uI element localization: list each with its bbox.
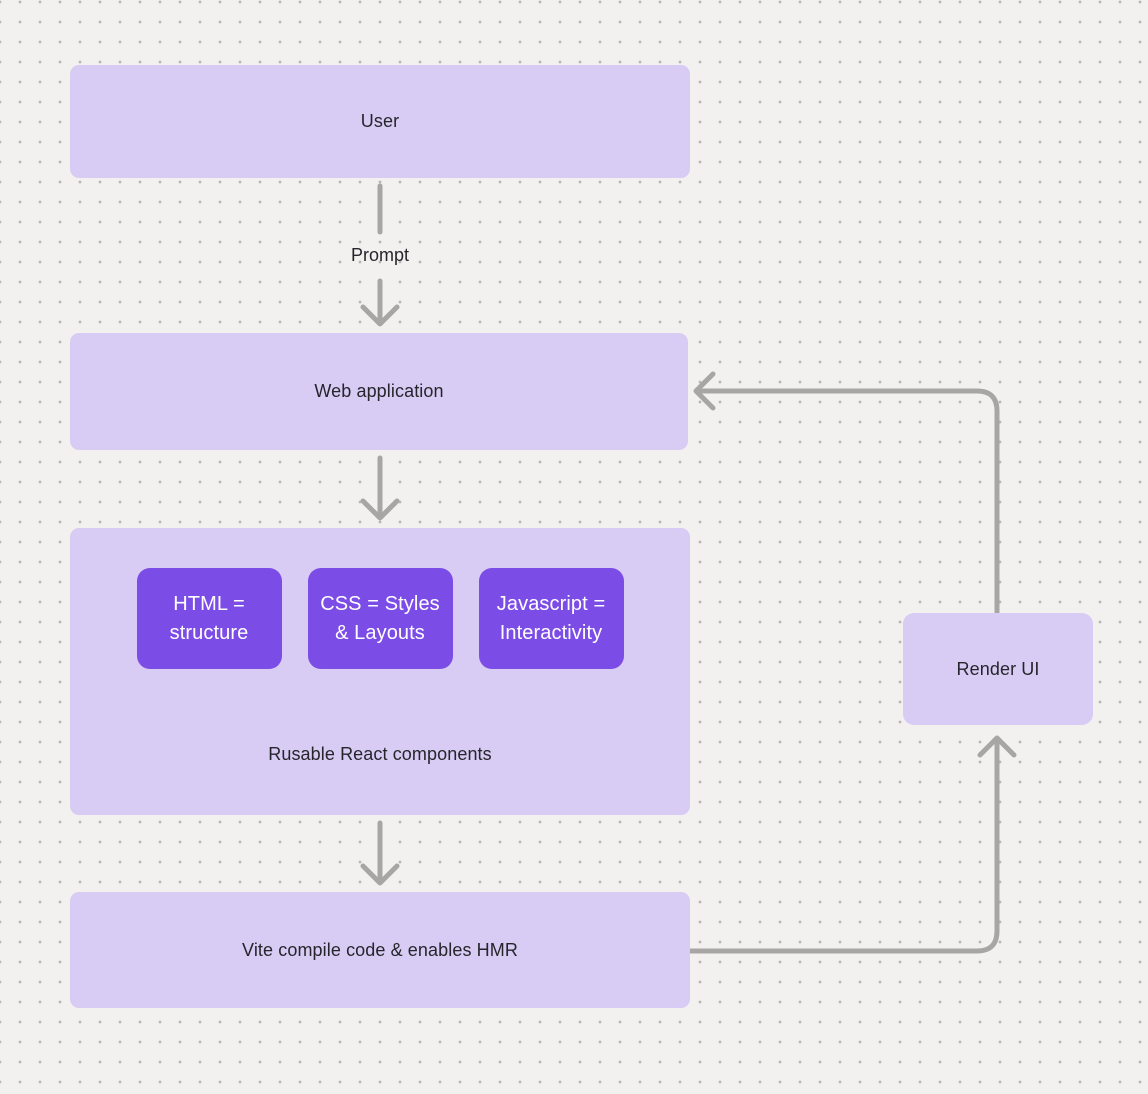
- node-javascript-label-line1: Javascript =: [496, 592, 606, 615]
- edge-label-prompt: Prompt: [350, 245, 410, 265]
- node-css-label-line1: CSS = Styles: [320, 592, 440, 615]
- node-react-components-label: Rusable React components: [268, 744, 492, 764]
- arrow-components-to-vite: [360, 820, 400, 886]
- node-render-ui-label: Render UI: [956, 658, 1040, 679]
- node-user[interactable]: User: [70, 65, 690, 178]
- node-html-label-line2: structure: [169, 621, 249, 644]
- node-css[interactable]: CSS = Styles & Layouts: [307, 568, 453, 669]
- arrow-vite-to-renderui: [687, 735, 1017, 954]
- node-render-ui[interactable]: Render UI: [903, 613, 1093, 725]
- node-web-application-label: Web application: [314, 381, 444, 401]
- node-vite[interactable]: Vite compile code & enables HMR: [70, 892, 690, 1008]
- node-vite-label: Vite compile code & enables HMR: [242, 939, 518, 960]
- arrow-renderui-to-webapp: [693, 371, 1000, 616]
- node-user-label: User: [360, 111, 400, 131]
- node-css-label-line2: & Layouts: [335, 621, 425, 644]
- arrow-webapp-to-components: [360, 455, 400, 521]
- node-html[interactable]: HTML = structure: [136, 568, 282, 669]
- components-row: HTML = structure CSS = Styles & Layouts …: [70, 568, 690, 669]
- node-javascript-label-line2: Interactivity: [499, 621, 603, 644]
- node-web-application[interactable]: Web application: [70, 333, 688, 450]
- node-html-label-line1: HTML =: [173, 592, 245, 615]
- node-javascript[interactable]: Javascript = Interactivity: [478, 568, 624, 669]
- node-react-components-group[interactable]: HTML = structure CSS = Styles & Layouts …: [70, 528, 690, 815]
